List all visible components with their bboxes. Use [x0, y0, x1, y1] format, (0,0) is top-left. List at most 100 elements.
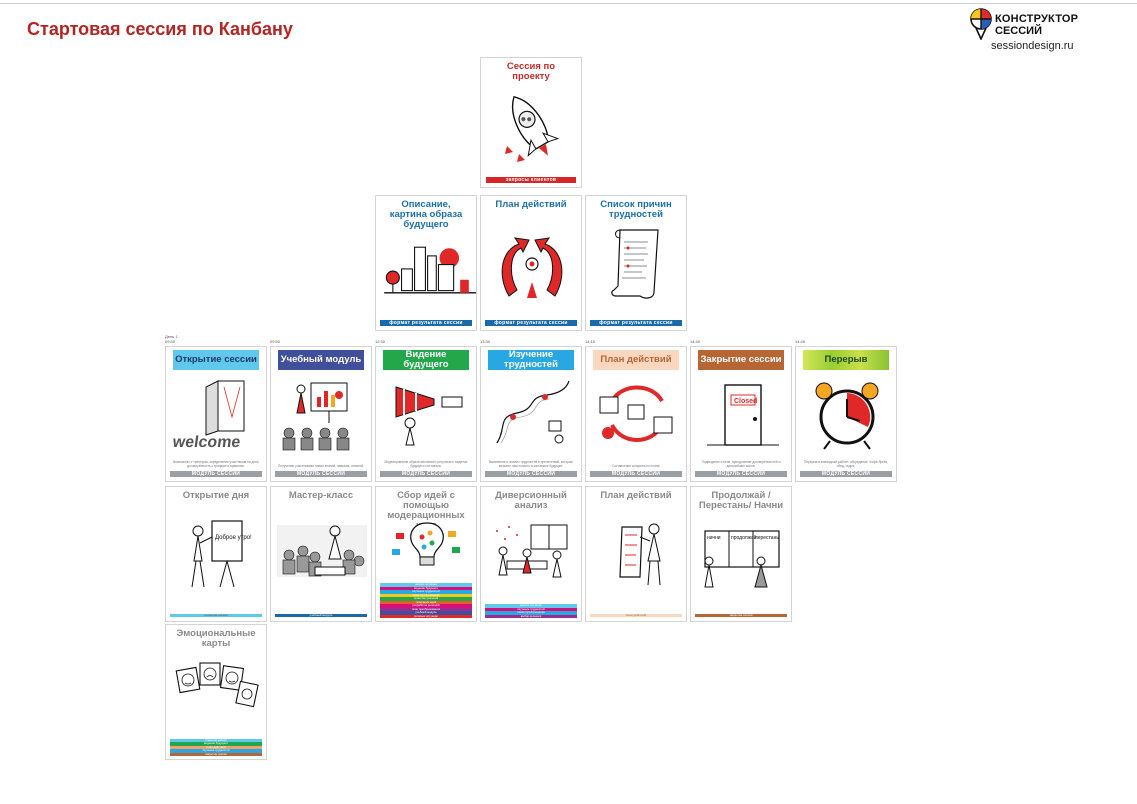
card-future-vision-format[interactable]: Описание, картина образа будущего формат… [375, 195, 477, 331]
megaphone-vision-icon [395, 386, 463, 446]
emotion-faces-icon [175, 662, 259, 708]
card-title: Закрытие сессии [698, 350, 784, 370]
logo-text-line2: СЕССИЙ [995, 25, 1042, 37]
card-footer: МОДУЛЬ СЕССИИ [590, 471, 682, 477]
module-tag-stripes: анализ ситуации видение будущего изучени… [380, 583, 472, 618]
stripe: генерация идей [380, 600, 472, 604]
card-footer: МОДУЛЬ СЕССИИ [485, 471, 577, 477]
card-footer: формат результата сессии [590, 320, 682, 326]
closed-door-icon: Closed [707, 384, 779, 446]
svg-text:начни: начни [707, 535, 721, 541]
stripe: закрытие сессии [170, 752, 262, 756]
timeline-time: 14:40 [690, 339, 701, 344]
card-title: Учебный модуль [278, 350, 364, 370]
card-moderation-ideas[interactable]: Сбор идей с помощью модерационных карт а… [375, 486, 477, 622]
stripe: видение будущего [380, 586, 472, 590]
target-arrows-icon [501, 237, 563, 298]
stripe: изучение трудностей [170, 749, 262, 753]
card-title: Открытие дня [182, 490, 250, 501]
stripe: анализ ситуации [485, 604, 577, 608]
card-difficulties-list-format[interactable]: Список причин трудностей формат результа… [585, 195, 687, 331]
svg-text:продолжай: продолжай [731, 534, 757, 541]
card-title: Диверсионный анализ [495, 490, 567, 511]
card-description: Перерыв в командной работе: обсуждение. … [803, 460, 888, 468]
card-title: План действий [495, 199, 567, 210]
module-tag-stripes: открытие сессии видение будущего план де… [170, 738, 262, 756]
site-logo[interactable]: КОНСТРУКТОР СЕССИЙ sessiondesign.ru [970, 8, 1100, 54]
stripe: план действий [170, 745, 262, 749]
card-title: План действий [593, 350, 679, 370]
rocket-icon [505, 95, 560, 162]
alarm-clock-icon [815, 382, 879, 450]
card-title: Перерыв [803, 350, 889, 370]
top-divider [0, 3, 1137, 4]
card-master-class[interactable]: Мастер-класс учебный модуль [270, 486, 372, 622]
card-learning-module[interactable]: Учебный модуль Получение участниками нов… [270, 346, 372, 482]
timeline-time: 14:45 [795, 339, 806, 344]
module-tag-stripes: анализ ситуации изучение трудностей поис… [485, 604, 577, 618]
page-title: Стартовая сессия по Канбану [27, 19, 293, 39]
card-description: Составление конкретного плана. [611, 464, 661, 468]
timeline-time: 09:50 [270, 339, 281, 344]
card-title: Список причин трудностей [600, 199, 672, 220]
card-session-project[interactable]: Сессия по проекту запросы клиентов [480, 57, 582, 188]
card-future-vision[interactable]: Видение будущего Моделирование образа же… [375, 346, 477, 482]
card-action-plan-module[interactable]: План действий Составление конкретного пл… [585, 346, 687, 482]
card-title: Изучение трудностей [488, 350, 574, 370]
scroll-list-icon [611, 229, 659, 299]
card-description: Моделирование образа желаемого результат… [384, 460, 468, 468]
stripe: открытие сессии [170, 738, 262, 742]
stripe: принятие решений [380, 597, 472, 601]
card-description: Получение участниками новых знаний, навы… [278, 464, 364, 468]
stripe: изучение трудностей [485, 607, 577, 611]
card-footer: формат результата сессии [380, 320, 472, 326]
stripe: учебный модуль [380, 611, 472, 615]
card-session-closing[interactable]: Закрытие сессии Closed Подведение итогов… [690, 346, 792, 482]
stripe: выбор решения [485, 614, 577, 618]
card-description: Выявление и анализ трудностей и препятст… [488, 460, 574, 468]
card-footer: МОДУЛЬ СЕССИИ [170, 471, 262, 477]
city-skyline-icon [384, 246, 476, 294]
card-title: Продолжай / Перестань/ Начни [698, 490, 784, 511]
card-footer: формат результата сессии [485, 320, 577, 326]
card-description: Подведение итогов, преодоление договорён… [701, 460, 781, 468]
card-tag: учебный модуль [275, 614, 367, 617]
card-continue-stop-start[interactable]: Продолжай / Перестань/ Начни начни продо… [690, 486, 792, 622]
logo-url[interactable]: sessiondesign.ru [991, 40, 1074, 52]
lecture-presenter-icon [282, 382, 350, 451]
card-title: Мастер-класс [288, 490, 354, 501]
stripe: ролевые ситуации [380, 614, 472, 618]
maze-path-icon [496, 380, 570, 444]
stripe: поиск путей решения [485, 611, 577, 615]
svg-text:Closed: Closed [734, 398, 757, 405]
board-feedback-icon: начни продолжай перестань [704, 530, 780, 588]
card-emotion-maps[interactable]: Эмоциональные карты открытие сессии виде… [165, 624, 267, 760]
card-footer: МОДУЛЬ СЕССИИ [800, 471, 892, 477]
card-tag: закрытие сессии [695, 614, 787, 617]
card-title: Сессия по проекту [506, 61, 556, 82]
card-tag: открытие сессии [170, 614, 262, 617]
stripe: анализ ситуации [380, 583, 472, 587]
svg-text:welcome: welcome [172, 433, 242, 451]
card-tag: план действий [590, 614, 682, 617]
card-action-plan-format[interactable]: План действий формат результата сессии [480, 195, 582, 331]
welcome-door-icon: welcome [172, 380, 245, 451]
card-title: Описание, картина образа будущего [389, 199, 463, 230]
lightbulb-ideas-icon [392, 522, 460, 566]
card-title: Открытие сессии [173, 350, 259, 370]
timeline-time: 13:30 [480, 339, 491, 344]
stripe: видение будущего [170, 742, 262, 746]
card-break[interactable]: Перерыв Перерыв в командной работе: обсу… [795, 346, 897, 482]
audience-meeting-icon [277, 525, 367, 577]
card-session-opening[interactable]: Открытие сессии welcome Знакомство с тре… [165, 346, 267, 482]
card-action-plan-method[interactable]: План действий план действий [585, 486, 687, 622]
logo-mark-icon [970, 8, 992, 40]
card-title: Видение будущего [383, 350, 469, 370]
card-day-opening[interactable]: Открытие дня Доброе утро! открытие сесси… [165, 486, 267, 622]
plan-cycle-icon [599, 385, 673, 442]
card-title: План действий [600, 490, 672, 501]
card-diversion-analysis[interactable]: Диверсионный анализ анализ ситуации изуч… [480, 486, 582, 622]
card-difficulties-study[interactable]: Изучение трудностей Выявление и анализ т… [480, 346, 582, 482]
stripe: поиск путей решения [380, 593, 472, 597]
